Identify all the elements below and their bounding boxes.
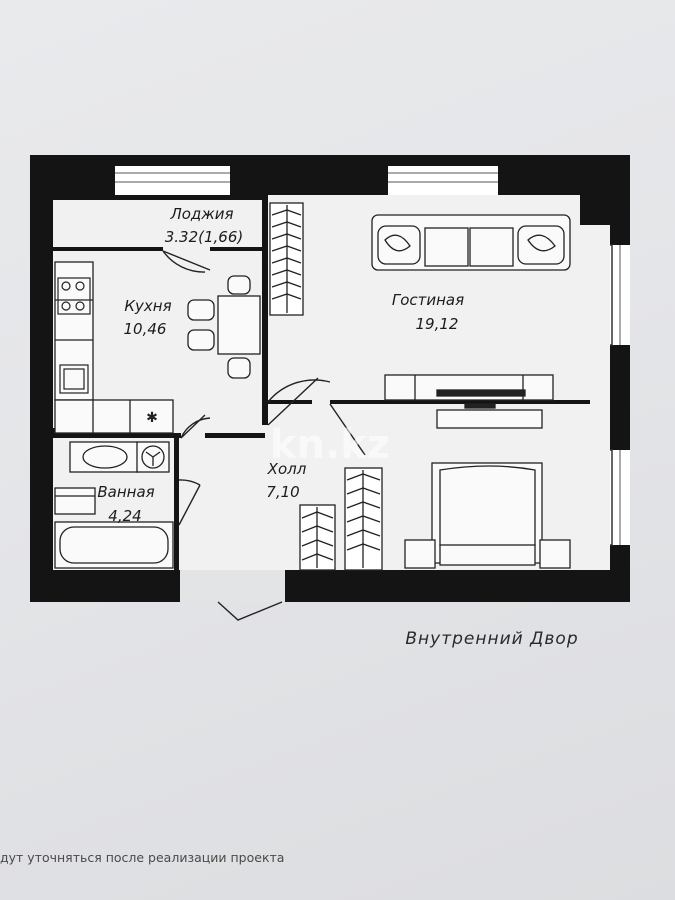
hall-name: Холл	[267, 460, 307, 478]
kitchen-name: Кухня	[124, 297, 171, 315]
bed	[404, 462, 571, 569]
window-top-right	[388, 166, 498, 195]
hall-area: 7,10	[266, 483, 299, 501]
interior-walls	[53, 195, 610, 570]
bathroom-name: Ванная	[97, 483, 154, 501]
radiator-hall-1	[299, 504, 336, 571]
sink-icon	[59, 364, 89, 394]
bathtub	[54, 521, 174, 569]
radiator-hall-2	[344, 467, 383, 571]
sofa	[371, 214, 571, 271]
door-swings	[162, 250, 366, 621]
kitchen-counter	[54, 261, 174, 434]
watermark-logo: kn.kz	[270, 422, 390, 468]
living-room-area: 19,12	[416, 315, 459, 333]
loggia-name: Лоджия	[169, 205, 233, 223]
tv-unit	[384, 374, 554, 429]
bathroom-area: 4,24	[108, 507, 141, 525]
bathroom-shelf	[54, 487, 96, 515]
window-top-left	[115, 166, 230, 195]
living-room-name: Гостиная	[392, 291, 464, 309]
dining-table	[187, 275, 261, 379]
stove-icon	[57, 277, 91, 315]
washing-machine-icon	[136, 441, 170, 473]
radiator-left	[269, 202, 304, 316]
asterisk-icon: ✱	[146, 410, 158, 426]
courtyard-label: Внутренний Двор	[405, 629, 578, 649]
loggia-area: 3.32(1,66)	[165, 228, 244, 246]
footer-note: дут уточняться после реализации проекта	[0, 850, 284, 865]
kitchen-area: 10,46	[124, 320, 167, 338]
washbasin	[69, 441, 139, 473]
